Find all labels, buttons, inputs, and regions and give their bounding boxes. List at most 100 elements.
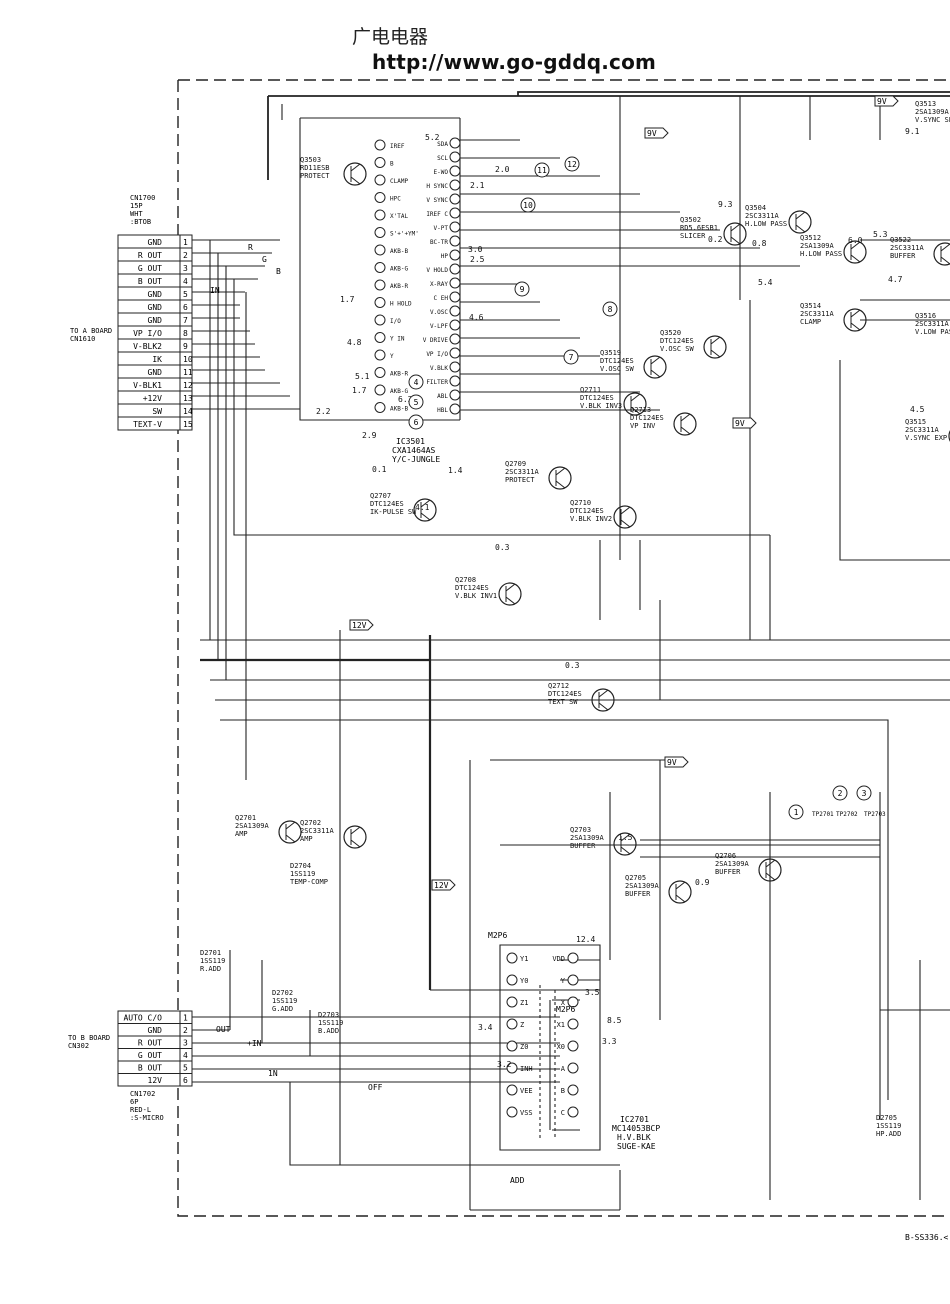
pin-number: 4 xyxy=(183,1051,188,1060)
voltage-value: 9.1 xyxy=(905,127,920,136)
transistor-role: PROTECT xyxy=(505,476,535,484)
ic3501-pin-label: H HOLD xyxy=(390,301,412,308)
pin-number: 9 xyxy=(183,342,188,351)
ic3501-pin xyxy=(374,174,386,186)
transistor-ref: Q3502 xyxy=(680,216,701,224)
transistor-ref: Q2702 xyxy=(300,819,321,827)
rail-tag xyxy=(349,619,374,631)
voltage-value: 3.4 xyxy=(478,1023,493,1032)
ic3501-pin-label: AKB-R xyxy=(390,283,408,290)
transistor-role: TEXT SW xyxy=(548,698,578,706)
ic3501-pin-label: C EH xyxy=(434,295,449,302)
ic3501-pin-label: X-RAY xyxy=(430,281,448,288)
ic2701-pin xyxy=(567,1062,579,1074)
transistor-ref: Q2711 xyxy=(580,386,601,394)
ic2701-part: MC14053BCP xyxy=(612,1124,660,1133)
voltage-value: 0.2 xyxy=(708,235,723,244)
voltage-value: 3.0 xyxy=(468,245,483,254)
rail-9v-top xyxy=(267,91,950,180)
pin-label: R OUT xyxy=(138,251,162,260)
ic2701-pin xyxy=(506,952,518,964)
voltage-value: 4.7 xyxy=(888,275,903,284)
callout-circle xyxy=(564,156,580,172)
ic2701-pin-label: X0 xyxy=(557,1043,565,1051)
transistor-part: 2SC3311A xyxy=(505,468,540,476)
voltage-value: 1.7 xyxy=(340,295,355,304)
transistor-part: 2SA1309A xyxy=(235,822,270,830)
ic3501-pin-column: IREFBCLAMPHPCX'TALS'+'+YM'AKB-BAKB-GAKB-… xyxy=(374,137,461,415)
rail-label: 9V xyxy=(877,97,887,106)
callout-number: 1 xyxy=(794,808,799,817)
ic3501-pin-label: Y xyxy=(390,353,394,360)
ic3501-pin xyxy=(449,333,461,345)
ic3501-pin-label: I/O xyxy=(390,318,401,325)
ic3501-pin xyxy=(374,244,386,256)
connector-spec: :S-MICRO xyxy=(130,1114,164,1122)
transistor-ref: Q3514 xyxy=(800,302,821,310)
ic3501-pin xyxy=(449,179,461,191)
ic3501-pin-label: V SYNC xyxy=(426,197,448,204)
ic2701-pin xyxy=(567,952,579,964)
ic3501-pin xyxy=(374,367,386,378)
pin-number: 6 xyxy=(183,303,188,312)
ic3501-pin xyxy=(449,165,461,177)
transistor-part: DTC124ES xyxy=(570,507,604,515)
ic3501-pin xyxy=(449,319,461,331)
pin-label: SW xyxy=(152,407,162,416)
callout-circle xyxy=(602,301,618,317)
ic2701-pin-label: Z1 xyxy=(520,999,528,1007)
callout-circle xyxy=(514,281,530,297)
connector-name: CN1702 xyxy=(130,1090,155,1098)
pin-label: GND xyxy=(148,303,163,312)
transistor-role: BUFFER xyxy=(890,252,916,260)
ic3501-pin xyxy=(449,151,461,163)
rail-tag xyxy=(644,127,669,139)
ic3501-pin-label: X'TAL xyxy=(390,213,408,220)
ic2701-pin-label: C xyxy=(561,1109,565,1117)
voltage-value: 6.0 xyxy=(848,236,863,245)
diode-ref: D2703 xyxy=(318,1011,339,1019)
rail-label: 9V xyxy=(667,758,677,767)
transistor-ref: Q2707 xyxy=(370,492,391,500)
ic3501-pin xyxy=(449,277,461,289)
ic2701-pin-label: A xyxy=(561,1065,566,1073)
voltage-value: 0.1 xyxy=(372,465,387,474)
ic3501-pin xyxy=(374,227,386,238)
voltage-value: 3.5 xyxy=(585,988,600,997)
transistor-ref: Q2703 xyxy=(570,826,591,834)
transistor-ref: Q2701 xyxy=(235,814,256,822)
callout-number: 12 xyxy=(567,160,577,169)
callout-circle xyxy=(856,785,872,801)
connector-spec: 15P xyxy=(130,202,143,210)
pin-number: 14 xyxy=(183,407,193,416)
transistor-role: BUFFER xyxy=(570,842,596,850)
voltage-value: 8.5 xyxy=(607,1016,622,1025)
testpoint-label: TP2703 xyxy=(864,811,886,818)
ic3501-pin-label: IREF xyxy=(390,143,405,150)
callout-number: 9 xyxy=(520,285,525,294)
diode-ref: D2701 xyxy=(200,949,221,957)
footer-code: B-SS336.< xyxy=(905,1233,949,1242)
ic2701-pin-label: VEE xyxy=(520,1087,533,1095)
ic2701-pin xyxy=(506,1062,518,1074)
voltage-value: 5.3 xyxy=(873,230,888,239)
ic3501-pin-label: IREF C xyxy=(426,211,448,218)
ic3501-pin xyxy=(449,249,461,261)
ic3501-pin-label: V HOLD xyxy=(426,267,448,274)
transistor-ref: Q3522 xyxy=(890,236,911,244)
voltage-value: 2.1 xyxy=(470,181,485,190)
ic3501-pin xyxy=(449,375,461,387)
ic2701-pin xyxy=(567,974,579,986)
callout-circle xyxy=(788,804,804,820)
connector-note: TO A BOARD xyxy=(70,327,112,335)
callout-number: 4 xyxy=(414,378,419,387)
